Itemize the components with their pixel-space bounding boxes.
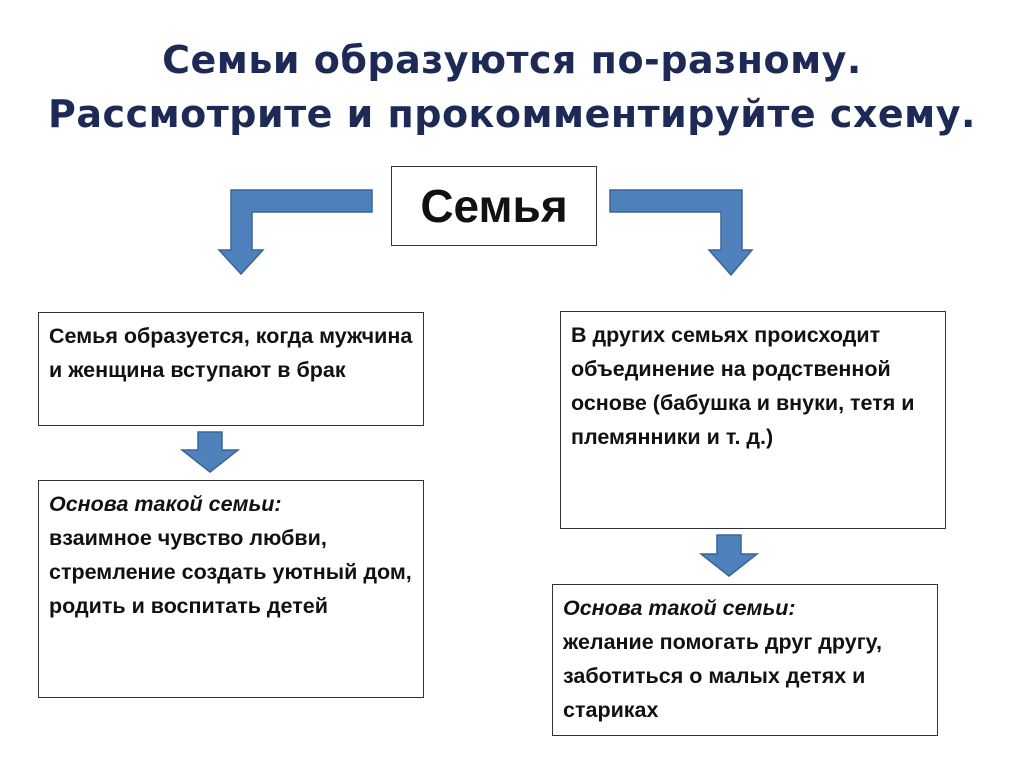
right-basis-label: Основа такой семьи:: [563, 596, 796, 620]
right-condition-text: В других семьях происходит объединение н…: [571, 323, 915, 449]
down-arrow-left: [179, 431, 241, 473]
root-box: Семья: [391, 166, 597, 246]
title-line-2: Рассмотрите и прокомментируйте схему.: [48, 92, 976, 136]
bent-arrow-right: [609, 189, 754, 277]
left-basis-box: Основа такой семьи: взаимное чувство люб…: [38, 480, 424, 698]
left-basis-text: взаимное чувство любви, стремление созда…: [49, 526, 412, 618]
bent-arrow-left: [217, 189, 373, 276]
left-condition-box: Семья образуется, когда мужчина и женщин…: [38, 312, 424, 426]
right-basis-box: Основа такой семьи: желание помогать дру…: [552, 584, 938, 736]
left-condition-text: Семья образуется, когда мужчина и женщин…: [49, 324, 413, 382]
right-basis-text: желание помогать друг другу, заботиться …: [563, 630, 882, 722]
left-basis-label: Основа такой семьи:: [49, 492, 282, 516]
right-condition-box: В других семьях происходит объединение н…: [560, 311, 946, 529]
root-label: Семья: [420, 180, 568, 232]
title-line-1: Семьи образуются по-разному.: [162, 38, 862, 82]
down-arrow-right: [698, 534, 760, 577]
